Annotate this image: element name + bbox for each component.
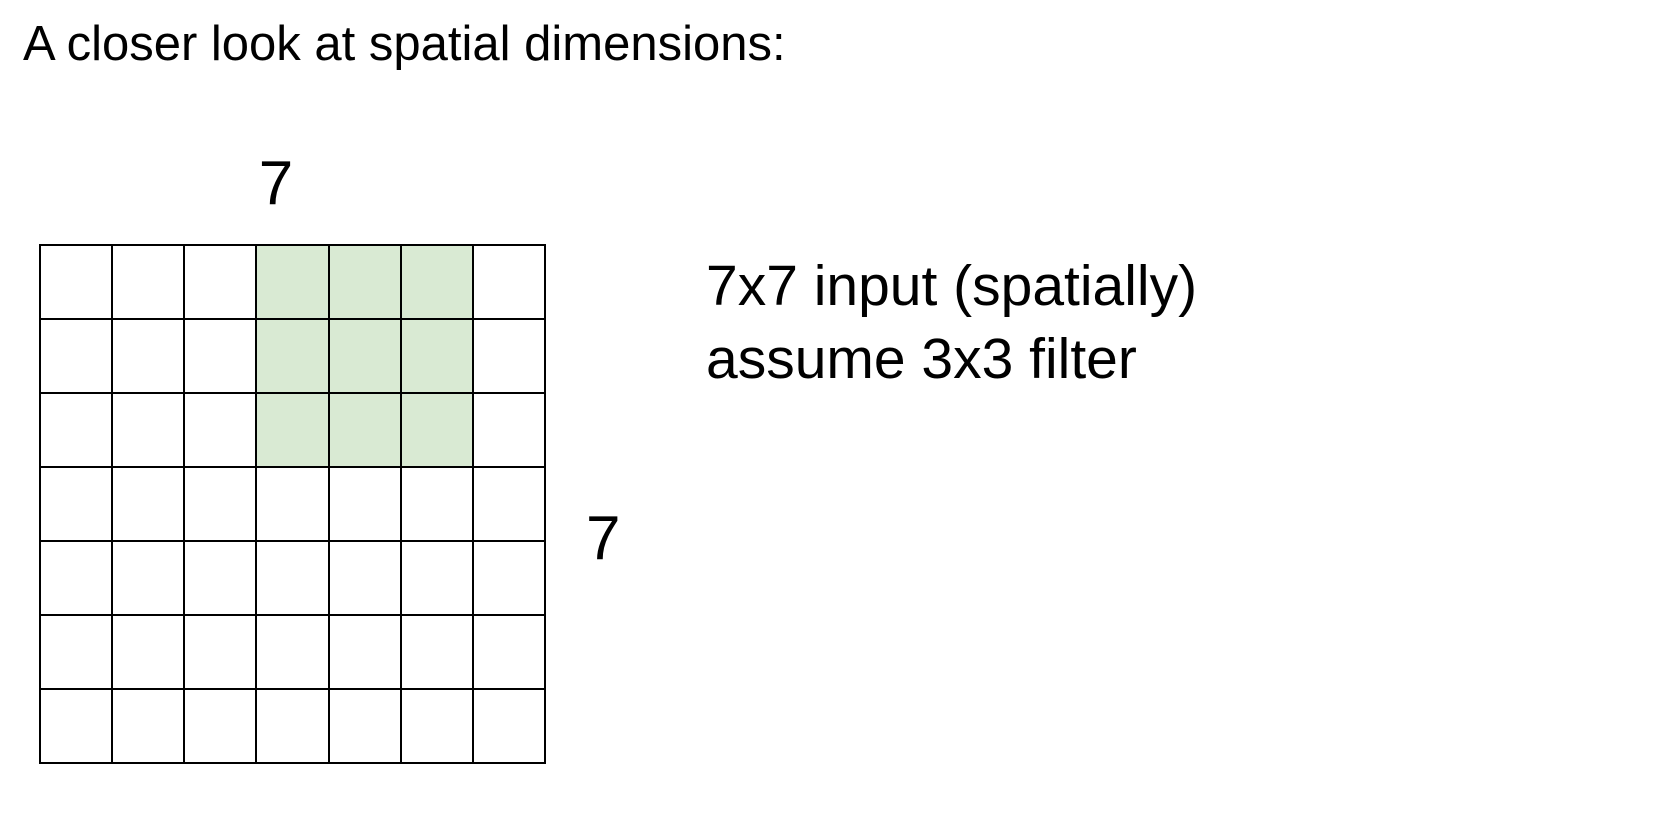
grid-cell-r2c6 xyxy=(472,393,545,467)
grid-cell-r6c5 xyxy=(400,689,473,763)
grid-cell-r3c2 xyxy=(184,467,257,541)
filter-cell-r2c5 xyxy=(400,393,473,467)
filter-cell-r1c3 xyxy=(256,319,329,393)
grid-height-label: 7 xyxy=(586,504,621,573)
grid-cell-r5c3 xyxy=(256,615,329,689)
filter-cell-r2c3 xyxy=(256,393,329,467)
grid-cell-r4c0 xyxy=(40,541,113,615)
slide-title: A closer look at spatial dimensions: xyxy=(23,17,786,71)
grid-cell-r5c6 xyxy=(472,615,545,689)
grid-cell-r2c2 xyxy=(184,393,257,467)
filter-cell-r0c5 xyxy=(400,245,473,319)
grid-cell-r4c2 xyxy=(184,541,257,615)
filter-cell-r1c4 xyxy=(328,319,401,393)
grid-cell-r6c4 xyxy=(328,689,401,763)
grid-cell-r3c3 xyxy=(256,467,329,541)
grid-cell-r5c0 xyxy=(40,615,113,689)
grid-cell-r4c6 xyxy=(472,541,545,615)
grid-cell-r5c1 xyxy=(112,615,185,689)
grid-cell-r3c6 xyxy=(472,467,545,541)
grid-cell-r6c1 xyxy=(112,689,185,763)
grid-cell-r1c1 xyxy=(112,319,185,393)
grid-cell-r5c2 xyxy=(184,615,257,689)
grid-width-label: 7 xyxy=(258,149,294,218)
grid-cell-r3c4 xyxy=(328,467,401,541)
grid-cell-r3c1 xyxy=(112,467,185,541)
annotation-block: 7x7 input (spatially) assume 3x3 filter xyxy=(706,250,1197,396)
grid-cell-r0c2 xyxy=(184,245,257,319)
grid-cell-r1c2 xyxy=(184,319,257,393)
grid-cell-r6c6 xyxy=(472,689,545,763)
grid-cell-r4c3 xyxy=(256,541,329,615)
annotation-line-input: 7x7 input (spatially) xyxy=(706,254,1198,318)
grid-cell-r4c4 xyxy=(328,541,401,615)
grid-cell-r6c3 xyxy=(256,689,329,763)
grid-cell-r2c0 xyxy=(40,393,113,467)
grid-cell-r5c5 xyxy=(400,615,473,689)
grid-cell-r4c5 xyxy=(400,541,473,615)
filter-cell-r0c4 xyxy=(328,245,401,319)
grid-cell-r2c1 xyxy=(112,393,185,467)
grid-cell-r6c2 xyxy=(184,689,257,763)
filter-cell-r2c4 xyxy=(328,393,401,467)
grid-cell-r0c0 xyxy=(40,245,113,319)
filter-cell-r1c5 xyxy=(400,319,473,393)
grid-cell-r0c1 xyxy=(112,245,185,319)
grid-cell-r3c5 xyxy=(400,467,473,541)
grid-cell-r3c0 xyxy=(40,467,113,541)
grid-cell-r4c1 xyxy=(112,541,185,615)
grid-cell-r6c0 xyxy=(40,689,113,763)
grid-cell-r1c0 xyxy=(40,319,113,393)
input-grid xyxy=(39,244,546,764)
grid-cell-r5c4 xyxy=(328,615,401,689)
grid-cell-r1c6 xyxy=(472,319,545,393)
filter-cell-r0c3 xyxy=(256,245,329,319)
annotation-line-filter: assume 3x3 filter xyxy=(706,327,1137,391)
grid-cell-r0c6 xyxy=(472,245,545,319)
